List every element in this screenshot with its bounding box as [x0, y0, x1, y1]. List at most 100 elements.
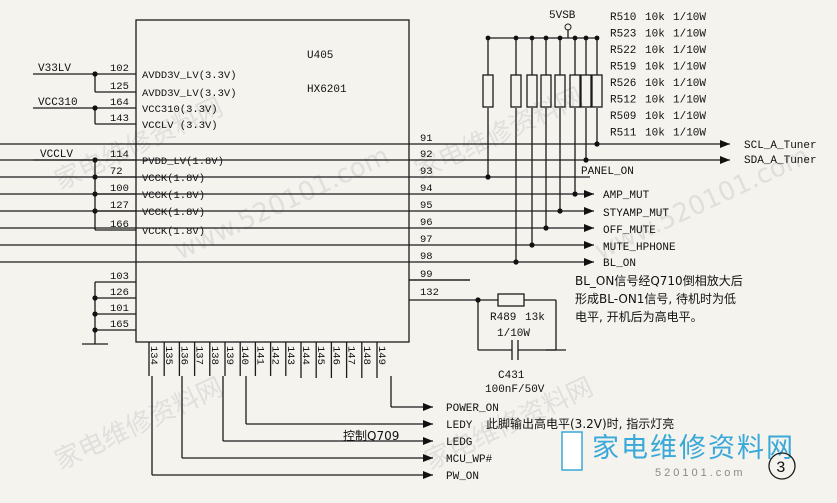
pin-name: VCC310(3.3V): [142, 104, 218, 116]
pin-number: 127: [110, 200, 129, 212]
right-pin-labels: 91 92 93 94 95 96 97 98 99 132 SCL_A_TunerSDA_A_Tu…: [0, 108, 817, 299]
pin-number: 135: [162, 346, 174, 365]
resistor-ref: R519: [610, 62, 636, 74]
watermark-text: 家电维修资料网: [410, 82, 588, 186]
net-label-bottom: MCU_WP#: [446, 454, 493, 466]
net-label-panel-on: PANEL_ON: [581, 166, 634, 178]
resistor-value: 10k: [645, 78, 665, 90]
net-label-off-mute: OFF_MUTE: [603, 225, 656, 237]
resistor-value: 10k: [645, 128, 665, 140]
resistor-value: 10k: [645, 62, 665, 74]
pin-number: 149: [375, 346, 387, 365]
chip-part: HX6201: [307, 84, 347, 96]
pin-number: 165: [110, 319, 129, 331]
resistor-ref: R510: [610, 12, 636, 24]
pin-number: 125: [110, 81, 129, 93]
net-v33lv: V33LV: [38, 63, 71, 75]
pin-number: 147: [345, 346, 357, 365]
page-badge: 3: [776, 459, 786, 477]
pin-name: VCCK(1.8V): [142, 190, 205, 202]
resistor-power: 1/10W: [673, 12, 706, 24]
pin-number: 94: [420, 183, 433, 195]
resistor-power: 1/10W: [673, 111, 706, 123]
resistor-power: 1/10W: [673, 95, 706, 107]
resistor-ref: R512: [610, 95, 636, 107]
resistor-power: 1/10W: [673, 62, 706, 74]
pin-number: 144: [299, 346, 311, 365]
resistor-value: 10k: [645, 45, 665, 57]
resistor-ref: R526: [610, 78, 636, 90]
c431-ref: C431: [498, 370, 525, 382]
net-label-scl-a-tuner: SCL_A_Tuner: [744, 140, 817, 152]
supply-5vsb: 5VSB: [549, 10, 576, 22]
pin-name: AVDD3V_LV(3.3V): [142, 70, 237, 82]
pin-number: 99: [420, 269, 433, 281]
pin-number: 95: [420, 200, 433, 212]
net-label-bl-on: BL_ON: [603, 258, 636, 270]
pin-number: 132: [420, 287, 439, 299]
brand-block: 家电维修资料网 520101.com 3: [561, 431, 796, 480]
rc-network: [409, 293, 566, 360]
pin-name: VCCK(1.8V): [142, 226, 205, 238]
r489-ref: R489: [490, 312, 516, 324]
chip-body: [135, 19, 410, 343]
pin-name: VCCK(1.8V): [142, 207, 205, 219]
net-label-mute-hphone: MUTE_HPHONE: [603, 242, 676, 254]
net-label-styamp-mut: STYAMP_MUT: [603, 208, 669, 220]
resistor-value: 10k: [645, 12, 665, 24]
pin-number: 114: [110, 149, 129, 161]
r489-val: 13k: [525, 312, 545, 324]
pin-number: 98: [420, 251, 433, 263]
pin-number: 72: [110, 166, 123, 178]
pin-name: PVDD_LV(1.8V): [142, 156, 224, 168]
pin-number: 100: [110, 183, 129, 195]
pin-number: 143: [110, 113, 129, 125]
resistor-ref: R509: [610, 111, 636, 123]
net-label-amp-mut: AMP_MUT: [603, 190, 650, 202]
resistor-value: 10k: [645, 29, 665, 41]
pin-number: 126: [110, 287, 129, 299]
pin-number: 91: [420, 133, 433, 145]
pin-number: 103: [110, 271, 129, 283]
pin-number: 136: [177, 346, 189, 365]
net-label-bottom: LEDY: [446, 420, 473, 432]
resistor-ref: R522: [610, 45, 636, 57]
pin-number: 145: [314, 346, 326, 365]
q709-label: 控制Q709: [343, 429, 399, 443]
pin-number: 164: [110, 97, 129, 109]
bl-note-line-1: BL_ON信号经Q710倒相放大后: [575, 273, 743, 288]
resistor-power: 1/10W: [673, 128, 706, 140]
brand-url: 520101.com: [655, 467, 746, 479]
net-label-bottom: PW_ON: [446, 471, 479, 483]
net-vcc310: VCC310: [38, 97, 78, 109]
left-pin-labels: 102AVDD3V_LV(3.3V)125AVDD3V_LV(3.3V)164V…: [110, 63, 237, 331]
net-label-bottom: POWER_ON: [446, 403, 499, 415]
pin-number: 96: [420, 217, 433, 229]
net-vcclv: VCCLV: [40, 149, 73, 161]
pin-number: 97: [420, 234, 433, 246]
c431-val: 100nF/50V: [485, 384, 545, 396]
pin-number: 143: [284, 346, 296, 365]
pin-number: 138: [208, 346, 220, 365]
resistor-ref: R511: [610, 128, 637, 140]
net-label-sda-a-tuner: SDA_A_Tuner: [744, 155, 817, 167]
pin-number: 102: [110, 63, 129, 75]
pin-name: VCCK(1.8V): [142, 173, 205, 185]
r489-pwr: 1/10W: [497, 328, 530, 340]
resistor-array: [482, 35, 603, 108]
resistor-value: 10k: [645, 95, 665, 107]
pin-number: 166: [110, 219, 129, 231]
pin-number: 139: [223, 346, 235, 365]
resistor-power: 1/10W: [673, 45, 706, 57]
chip-ref: U405: [307, 50, 333, 62]
pin-number: 92: [420, 149, 433, 161]
pin-number: 93: [420, 166, 433, 178]
brand-title: 家电维修资料网: [592, 433, 795, 464]
pin-name: AVDD3V_LV(3.3V): [142, 88, 237, 100]
pullup-network: [488, 23, 595, 39]
